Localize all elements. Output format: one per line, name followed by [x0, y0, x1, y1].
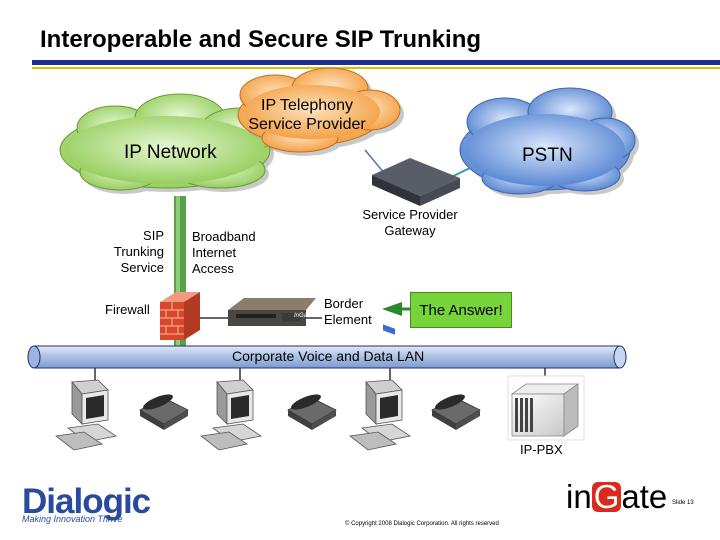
gateway-device [372, 158, 460, 335]
workstation-2 [200, 379, 263, 451]
provider-cloud [237, 67, 404, 156]
sip-trunking-label: SIP Trunking Service [100, 228, 164, 276]
pstn-label: PSTN [522, 145, 573, 166]
phone-1 [139, 394, 189, 430]
ip-pbx-label: IP-PBX [520, 442, 563, 457]
workstation-3 [349, 379, 412, 451]
sip-trunking-line3: Service [120, 260, 164, 275]
pstn-cloud [459, 87, 639, 198]
lan-label: Corporate Voice and Data LAN [232, 348, 425, 364]
ingate-logo-g: G [591, 478, 622, 515]
copyright-notice: © Copyright 2008 Dialogic Corporation. A… [345, 521, 499, 527]
title-underline [32, 60, 720, 65]
border-element-device [228, 298, 316, 326]
workstation-1 [55, 379, 118, 451]
gateway-line2: Gateway [384, 223, 436, 238]
ip-pbx-device [507, 375, 585, 441]
ingate-logo: inGate [566, 478, 667, 516]
border-line2: Element [324, 312, 372, 327]
slide-number: Slide 13 [672, 500, 694, 506]
provider-label-line1: IP Telephony [261, 97, 353, 114]
phone-3 [431, 394, 481, 430]
firewall-label: Firewall [105, 302, 150, 317]
dialogic-tagline: Making Innovation Thrive [22, 514, 123, 524]
provider-label-line2: Service Provider [248, 116, 366, 133]
firewall-wall [160, 292, 200, 340]
ip-network-cloud [59, 93, 284, 194]
provider-cloud-label: IP Telephony Service Provider [232, 96, 382, 134]
gateway-label: Service Provider Gateway [350, 207, 470, 239]
ingate-logo-pre: in [566, 478, 592, 515]
sip-trunking-line2: Trunking [113, 244, 164, 259]
the-answer-callout: The Answer! [410, 292, 512, 328]
gateway-line1: Service Provider [362, 207, 458, 222]
border-element-label: Border Element [324, 296, 372, 328]
broadband-label: Broadband Internet Access [192, 229, 256, 277]
ingate-logo-post: ate [621, 478, 668, 515]
page-title: Interoperable and Secure SIP Trunking [40, 26, 482, 53]
broadband-line2: Internet [192, 245, 237, 260]
dialogic-logo: Dialogic [22, 482, 151, 521]
ip-network-label: IP Network [124, 142, 217, 163]
title-accent-line [32, 67, 720, 69]
answer-arrow [382, 302, 410, 316]
phone-2 [287, 394, 337, 430]
border-line1: Border [324, 296, 364, 311]
sip-trunking-line1: SIP [143, 228, 164, 243]
router-brand-label: InGate [294, 313, 313, 319]
lan-tube [27, 345, 627, 369]
broadband-line3: Access [192, 261, 234, 276]
broadband-line1: Broadband [192, 229, 256, 244]
